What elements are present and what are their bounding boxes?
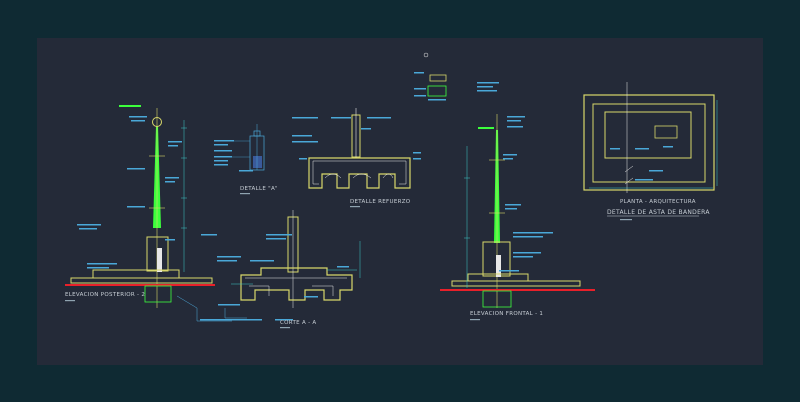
detalle-refuerzo: DETALLE REFUERZO: [292, 108, 421, 208]
main-title: DETALLE DE ASTA DE BANDERA: [607, 209, 710, 216]
small-detail: [414, 52, 499, 101]
cad-drawing: ELEVACION POSTERIOR - 2 DETALLE "A": [65, 52, 718, 329]
drawing-sheet[interactable]: ELEVACION POSTERIOR - 2 DETALLE "A": [37, 38, 763, 365]
label-detalle-a: DETALLE "A": [240, 186, 278, 192]
planta-arquitectura: PLANTA - ARQUITECTURA DETALLE DE ASTA DE…: [583, 82, 718, 221]
label-corte: CORTE A - A: [280, 320, 316, 326]
elevacion-posterior: ELEVACION POSTERIOR - 2: [65, 105, 238, 322]
corte-a-a: CORTE A - A: [217, 210, 361, 329]
label-elevacion-frontal: ELEVACION FRONTAL - 1: [470, 311, 543, 317]
label-planta: PLANTA - ARQUITECTURA: [620, 199, 696, 205]
detalle-a: DETALLE "A": [214, 124, 278, 195]
elevacion-frontal: ELEVACION FRONTAL - 1: [440, 114, 595, 321]
label-detalle-refuerzo: DETALLE REFUERZO: [350, 199, 411, 205]
label-elevacion-posterior: ELEVACION POSTERIOR - 2: [65, 292, 145, 298]
